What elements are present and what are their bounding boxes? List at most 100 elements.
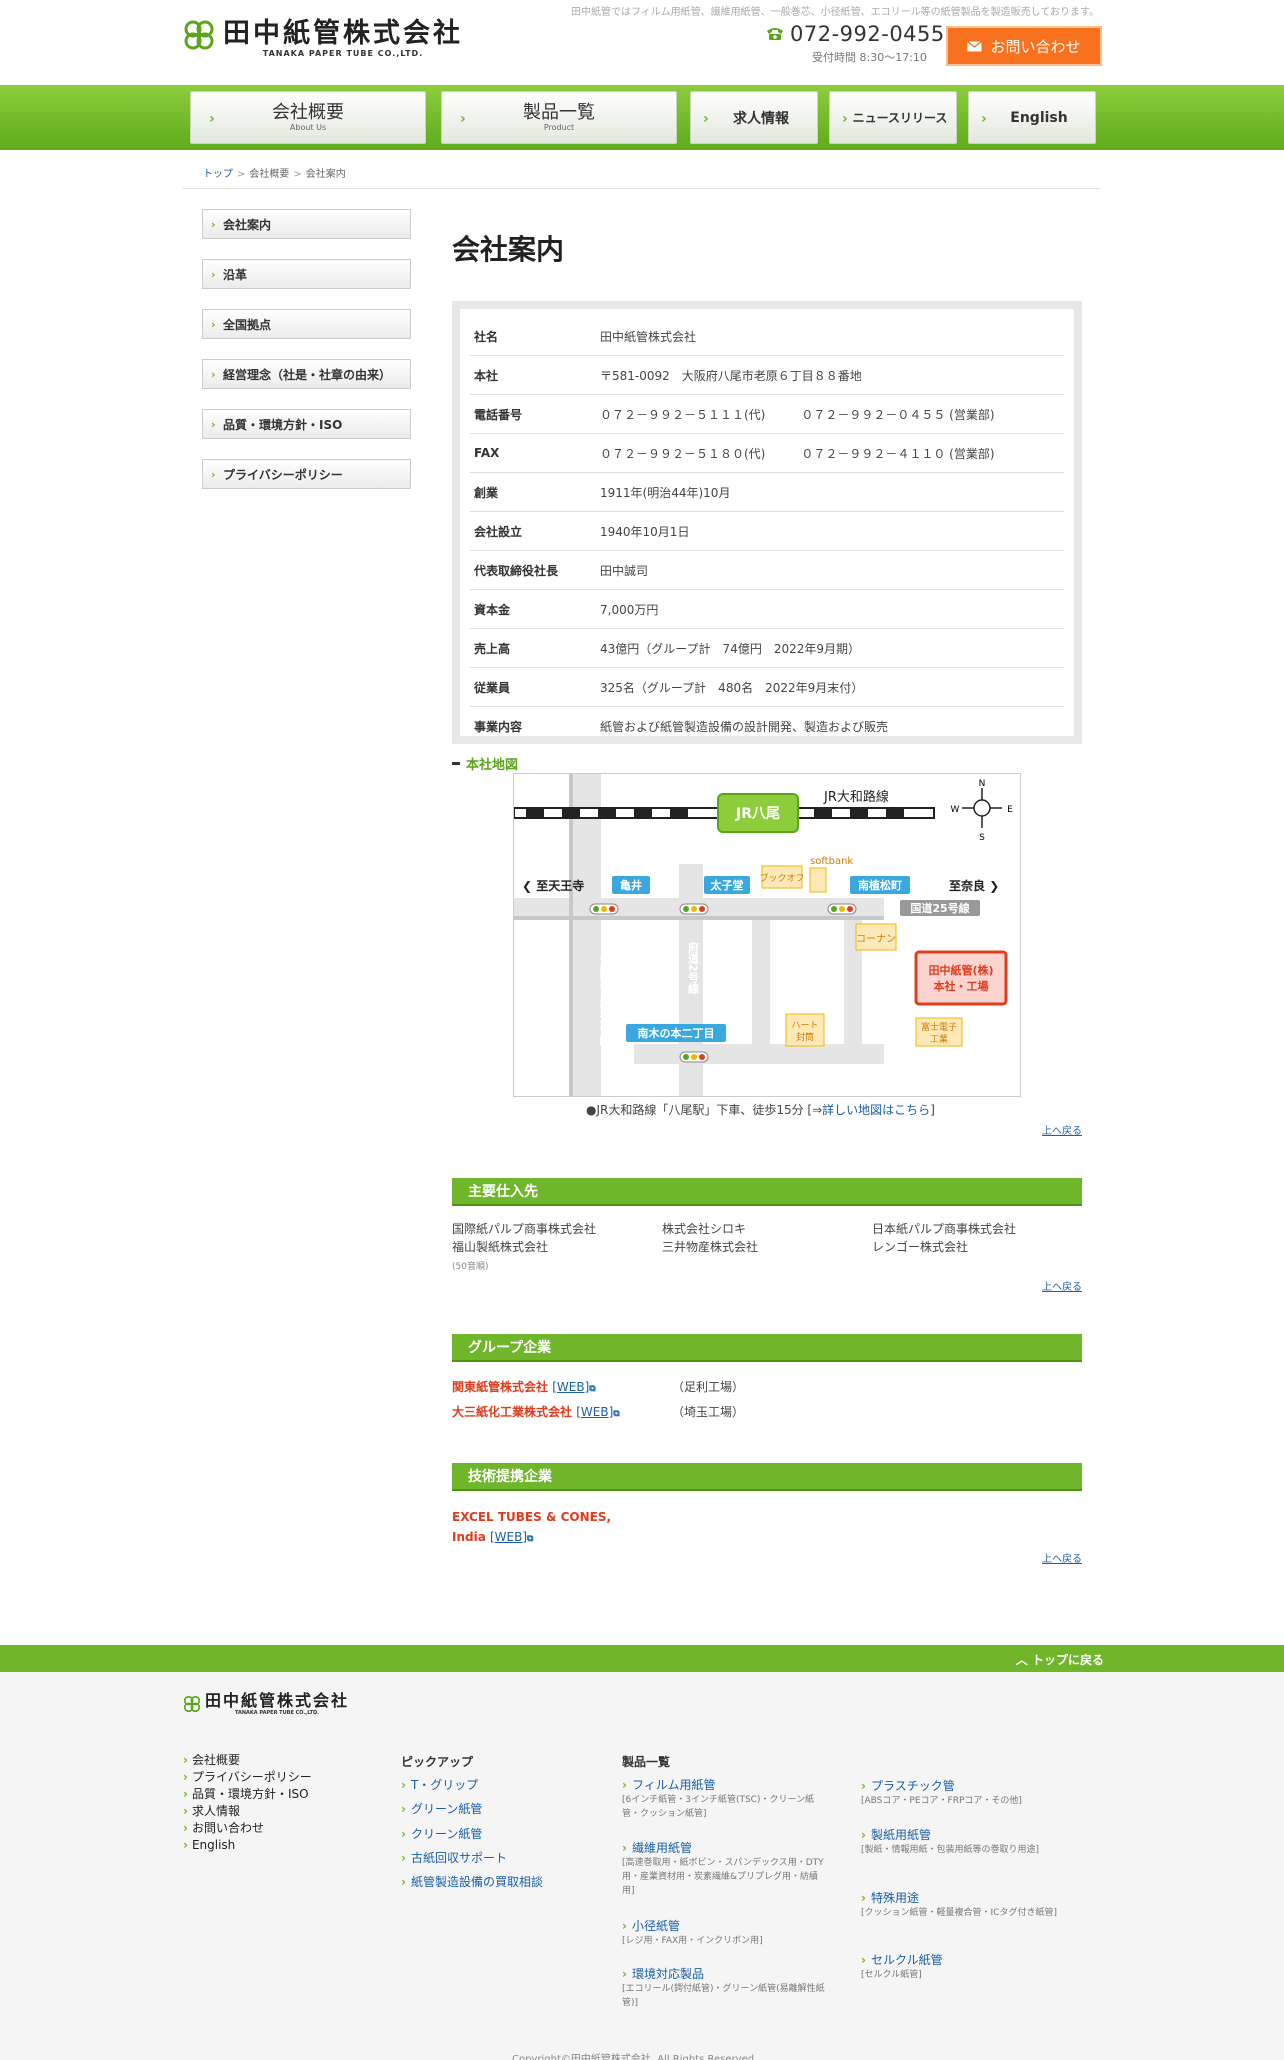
- phone-icon: [767, 28, 783, 40]
- nav-news[interactable]: › ニュースリリース: [829, 91, 957, 144]
- footer-product-desc: [セルクル紙管]: [861, 1970, 922, 1980]
- sidebar-item-locations[interactable]: › 全国拠点: [202, 309, 411, 339]
- footer-pickup-link[interactable]: クリーン紙管: [401, 1825, 482, 1842]
- footer-link[interactable]: お問い合わせ: [183, 1820, 312, 1837]
- footer-pickup-link[interactable]: グリーン紙管: [401, 1800, 482, 1817]
- footer-product-link[interactable]: 小径紙管: [622, 1917, 680, 1934]
- page-title: 会社案内: [452, 233, 565, 266]
- compass-icon: N S E W: [951, 779, 1014, 843]
- supplier-col-2: 株式会社シロキ三井物産株式会社: [662, 1222, 759, 1254]
- row-label: 資本金: [474, 602, 511, 617]
- map-heading: 本社地図: [452, 754, 518, 773]
- site-logo[interactable]: 田中紙管株式会社 TANAKA PAPER TUBE CO.,LTD.: [183, 19, 463, 58]
- breadcrumb-about[interactable]: 会社概要: [249, 169, 290, 180]
- footer-product-desc: [6インチ紙管・3インチ紙管(TSC)・クリーン紙管・クッション紙管]: [622, 1795, 815, 1819]
- head-office-map[interactable]: JR八尾 JR大和路線 N S E W ❮ 至天王寺 至奈良 ❯ 亀井 太子堂 …: [513, 773, 1021, 1097]
- phone-number[interactable]: 072-992-0455: [790, 22, 945, 46]
- group-company-1-web-link[interactable]: [WEB]: [552, 1380, 590, 1394]
- sidebar-item-company-info[interactable]: ›会社案内: [202, 209, 411, 239]
- contact-label: お問い合わせ: [990, 37, 1081, 56]
- row-value: 〒581-0092 大阪府八尾市老原６丁目８８番地: [600, 368, 862, 383]
- dash-icon: [452, 762, 460, 765]
- chevron-right-icon: ›: [211, 367, 216, 381]
- footer-product-desc: [エコリール(鍔付紙管)・グリーン紙管(易離解性紙管)]: [622, 1984, 825, 2008]
- footer-product-desc: [ABSコア・PEコア・FRPコア・その他]: [861, 1796, 1022, 1806]
- chevron-right-icon: ›: [842, 111, 848, 127]
- footer-pickup-heading: ピックアップ: [401, 1755, 474, 1769]
- row-value: 1911年(明治44年)10月: [600, 485, 731, 500]
- traffic-light-icon: [679, 903, 709, 915]
- footer-pickup-link[interactable]: 紙管製造設備の買取相談: [401, 1873, 543, 1890]
- row-label: 社名: [474, 329, 499, 344]
- pagetop-link[interactable]: 上へ戻る: [1042, 1554, 1082, 1565]
- sidebar-item-philosophy[interactable]: ›経営理念（社是・社章の由来）: [202, 359, 411, 389]
- compass-n: N: [979, 779, 986, 789]
- sidebar-item-quality[interactable]: ›品質・環境方針・ISO: [202, 409, 411, 439]
- group-company-1-location: （足利工場）: [672, 1380, 745, 1394]
- chevron-right-icon: ›: [460, 111, 466, 127]
- row-label: 代表取締役社長: [474, 563, 559, 578]
- group-company-2-web-link[interactable]: [WEB]: [576, 1405, 614, 1419]
- chevron-right-icon: ›: [703, 111, 709, 127]
- row-label: 電話番号: [474, 407, 523, 422]
- pagetop-link[interactable]: 上へ戻る: [1042, 1126, 1082, 1137]
- footer-link[interactable]: 品質・環境方針・ISO: [183, 1786, 312, 1803]
- row-label: 従業員: [474, 680, 511, 695]
- footer-product-link[interactable]: 環境対応製品: [622, 1965, 704, 1982]
- contact-button[interactable]: お問い合わせ: [946, 26, 1102, 66]
- breadcrumb-top[interactable]: トップ: [203, 169, 233, 180]
- detail-map-link[interactable]: 詳しい地図はこちら: [822, 1103, 931, 1117]
- section-heading-group: グループ企業: [452, 1334, 1082, 1362]
- map-taishido: 太子堂: [710, 878, 744, 892]
- breadcrumb: トップ>会社概要>会社案内: [203, 169, 346, 180]
- footer-product-link[interactable]: セルクル紙管: [861, 1951, 943, 1968]
- copyright: Copyright©田中紙管株式会社. All Rights Reserved.: [512, 2054, 758, 2060]
- footer-logo-name: 田中紙管株式会社: [205, 1691, 350, 1710]
- map-minamitoyomatsu: 南植松町: [858, 878, 902, 892]
- chevron-up-icon: ︿: [1015, 1653, 1028, 1667]
- footer-logo[interactable]: 田中紙管株式会社 TANAKA PAPER TUBE CO.,LTD.: [183, 1692, 349, 1716]
- pagetop-link[interactable]: 上へ戻る: [1042, 1282, 1082, 1293]
- logo-subtitle: TANAKA PAPER TUBE CO.,LTD.: [262, 49, 424, 58]
- sidebar-item-history[interactable]: › 沿革: [202, 259, 411, 289]
- row-value: 田中紙管株式会社: [600, 329, 697, 344]
- footer-product-link[interactable]: 繊維用紙管: [622, 1839, 692, 1856]
- nav-english[interactable]: › English: [968, 91, 1096, 144]
- row-value: ０７２－９９２－５１１１(代) ０７２－９９２－０４５５ (営業部): [600, 407, 995, 422]
- nav-recruit[interactable]: › 求人情報: [690, 91, 818, 144]
- nav-about[interactable]: › 会社概要 About Us: [190, 91, 426, 144]
- breadcrumb-current: 会社案内: [305, 169, 346, 180]
- traffic-light-icon: [679, 1051, 709, 1063]
- table-row: 電話番号 ０７２－９９２－５１１１(代) ０７２－９９２－０４５５ (営業部): [470, 395, 1064, 434]
- tech-partner-web-link[interactable]: [WEB]: [490, 1530, 528, 1544]
- row-label: 事業内容: [474, 720, 523, 734]
- sidebar-item-label: 全国拠点: [223, 317, 272, 332]
- footer-product-link[interactable]: 特殊用途: [861, 1889, 919, 1906]
- sidebar-item-label: 沿革: [223, 267, 248, 282]
- footer-link[interactable]: プライバシーポリシー: [183, 1769, 312, 1786]
- footer-pickup-link[interactable]: 古紙回収サポート: [401, 1849, 507, 1866]
- external-link-icon: ⧉: [527, 1534, 534, 1544]
- side-road: [752, 914, 770, 1056]
- footer-product-link[interactable]: フィルム用紙管: [622, 1776, 716, 1793]
- map-kamei: 亀井: [620, 878, 642, 892]
- footer-link[interactable]: 求人情報: [183, 1803, 312, 1820]
- footer-product-link[interactable]: 製紙用紙管: [861, 1826, 931, 1843]
- footer-product-link[interactable]: プラスチック管: [861, 1777, 955, 1794]
- nav-label: ニュースリリース: [852, 111, 948, 125]
- phone-block: 072-992-0455: [766, 22, 945, 46]
- back-to-top-button[interactable]: ︿ トップに戻る: [1015, 1653, 1104, 1667]
- chevron-right-icon: ›: [211, 267, 216, 281]
- group-company-2-location: （埼玉工場）: [672, 1405, 745, 1419]
- footer-link[interactable]: English: [183, 1837, 312, 1854]
- footer-pickup-link[interactable]: T・グリップ: [401, 1776, 478, 1793]
- row-label: 本社: [474, 368, 499, 383]
- sidebar-item-label: プライバシーポリシー: [223, 467, 343, 482]
- chevron-right-icon: ›: [211, 317, 216, 331]
- nav-products[interactable]: › 製品一覧 Product: [441, 91, 677, 144]
- sidebar-item-privacy[interactable]: ›プライバシーポリシー: [202, 459, 411, 489]
- footer-link[interactable]: 会社概要: [183, 1752, 312, 1769]
